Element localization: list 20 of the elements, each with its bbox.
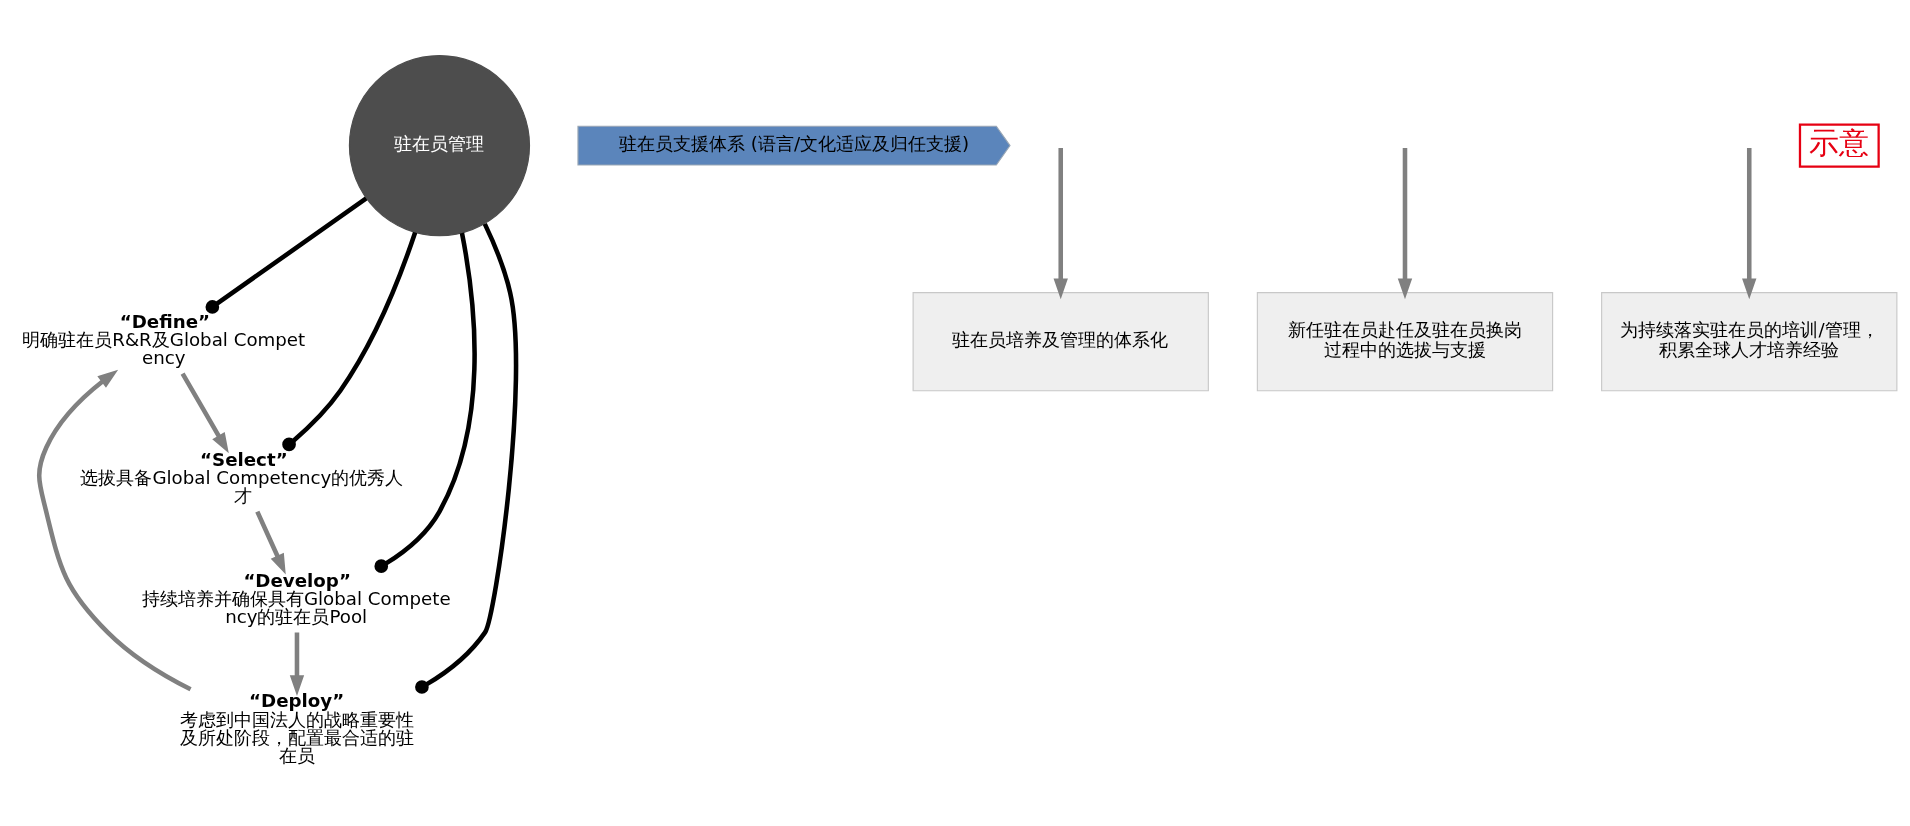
- arrow: [1397, 147, 1413, 299]
- node-text: “Develop” 持续培养并确保具有Global Competency的驻在员Pool: [141, 569, 451, 627]
- arrow: [255, 510, 286, 574]
- node-text: “Deploy” 考虑到中国法人的战略重要性及所处阶段，配置最合适的驻在员: [180, 689, 415, 766]
- connector: [415, 222, 519, 694]
- connector: [374, 232, 477, 573]
- arrow: [1053, 147, 1068, 299]
- label: 示意: [1809, 124, 1870, 160]
- node-box: 为持续落实驻在员的培训/管理，积累全球人才培养经验: [1601, 291, 1898, 391]
- node-box: 新任驻在员赴任及驻在员换岗过程中的选拔与支援: [1256, 291, 1554, 391]
- arrow: [289, 632, 305, 696]
- node-text: “Define” 明确驻在员R&R及Global Competency: [22, 310, 306, 368]
- node-text: “Select” 选拔具备Global Competency的优秀人才: [80, 448, 404, 506]
- node-box: 驻在员培养及管理的体系化: [912, 291, 1209, 391]
- node-circle: 驻在员管理: [348, 54, 531, 236]
- arrow: [37, 369, 192, 691]
- arrow: [1742, 147, 1757, 299]
- connector: [205, 196, 368, 314]
- arrow: [180, 371, 229, 453]
- connector: [282, 231, 418, 451]
